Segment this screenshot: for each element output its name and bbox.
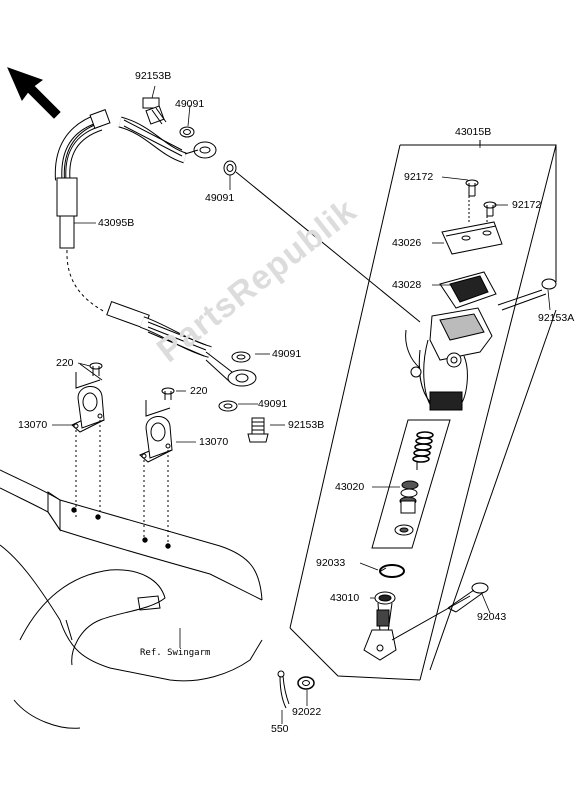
swingarm [0,469,263,729]
label-49091-b: 49091 [205,192,235,204]
direction-arrow-icon [7,67,61,119]
leader-lines [52,85,551,724]
washer-92022 [297,676,315,690]
piston-kit [371,419,451,549]
washer-lower-a [231,351,251,363]
label-92153b-bottom: 92153B [288,419,325,431]
label-92172-a: 92172 [404,171,434,183]
label-550: 550 [271,723,289,735]
label-220-b: 220 [190,385,208,397]
washer-top-b [223,160,237,176]
reservoir-cap [441,221,503,255]
label-92033: 92033 [316,557,346,569]
banjo-bolt-top [142,97,167,125]
brake-hose [54,109,257,387]
clevis-pin [447,582,489,613]
cap-screw-b [483,201,497,217]
label-49091-a: 49091 [175,98,205,110]
label-43015b: 43015B [455,126,492,138]
label-49091-d: 49091 [258,398,288,410]
washer-lower-b [218,400,238,412]
leader-line [235,171,421,323]
push-rod [363,591,471,661]
diaphragm [439,271,497,309]
label-92153b-top: 92153B [135,70,172,82]
label-43010: 43010 [330,592,360,604]
label-43026: 43026 [392,237,422,249]
label-92153a: 92153A [538,312,575,324]
cotter-pin [277,670,290,709]
label-92172-b: 92172 [512,199,542,211]
label-ref-swingarm: Ref. Swingarm [140,648,211,658]
label-92022: 92022 [292,706,322,718]
hose-clamp-left [71,386,105,433]
upper-banjo-hose [118,116,217,164]
cap-screw-a [465,179,479,197]
label-43095b: 43095B [98,217,135,229]
hose-clamp-right [139,416,173,463]
label-43028: 43028 [392,279,422,291]
label-13070-a: 13070 [18,419,48,431]
label-43020: 43020 [335,481,365,493]
master-cylinder-body [405,307,493,411]
label-49091-c: 49091 [272,348,302,360]
label-92043: 92043 [477,611,507,623]
screw-220-b [161,387,175,400]
label-13070-b: 13070 [199,436,229,448]
washer-top-a [179,126,195,138]
label-220-a: 220 [56,357,74,369]
circlip [379,564,405,578]
banjo-bolt-lower [247,417,269,443]
screw-220-a [89,362,103,376]
bolt-92153a [497,278,557,311]
